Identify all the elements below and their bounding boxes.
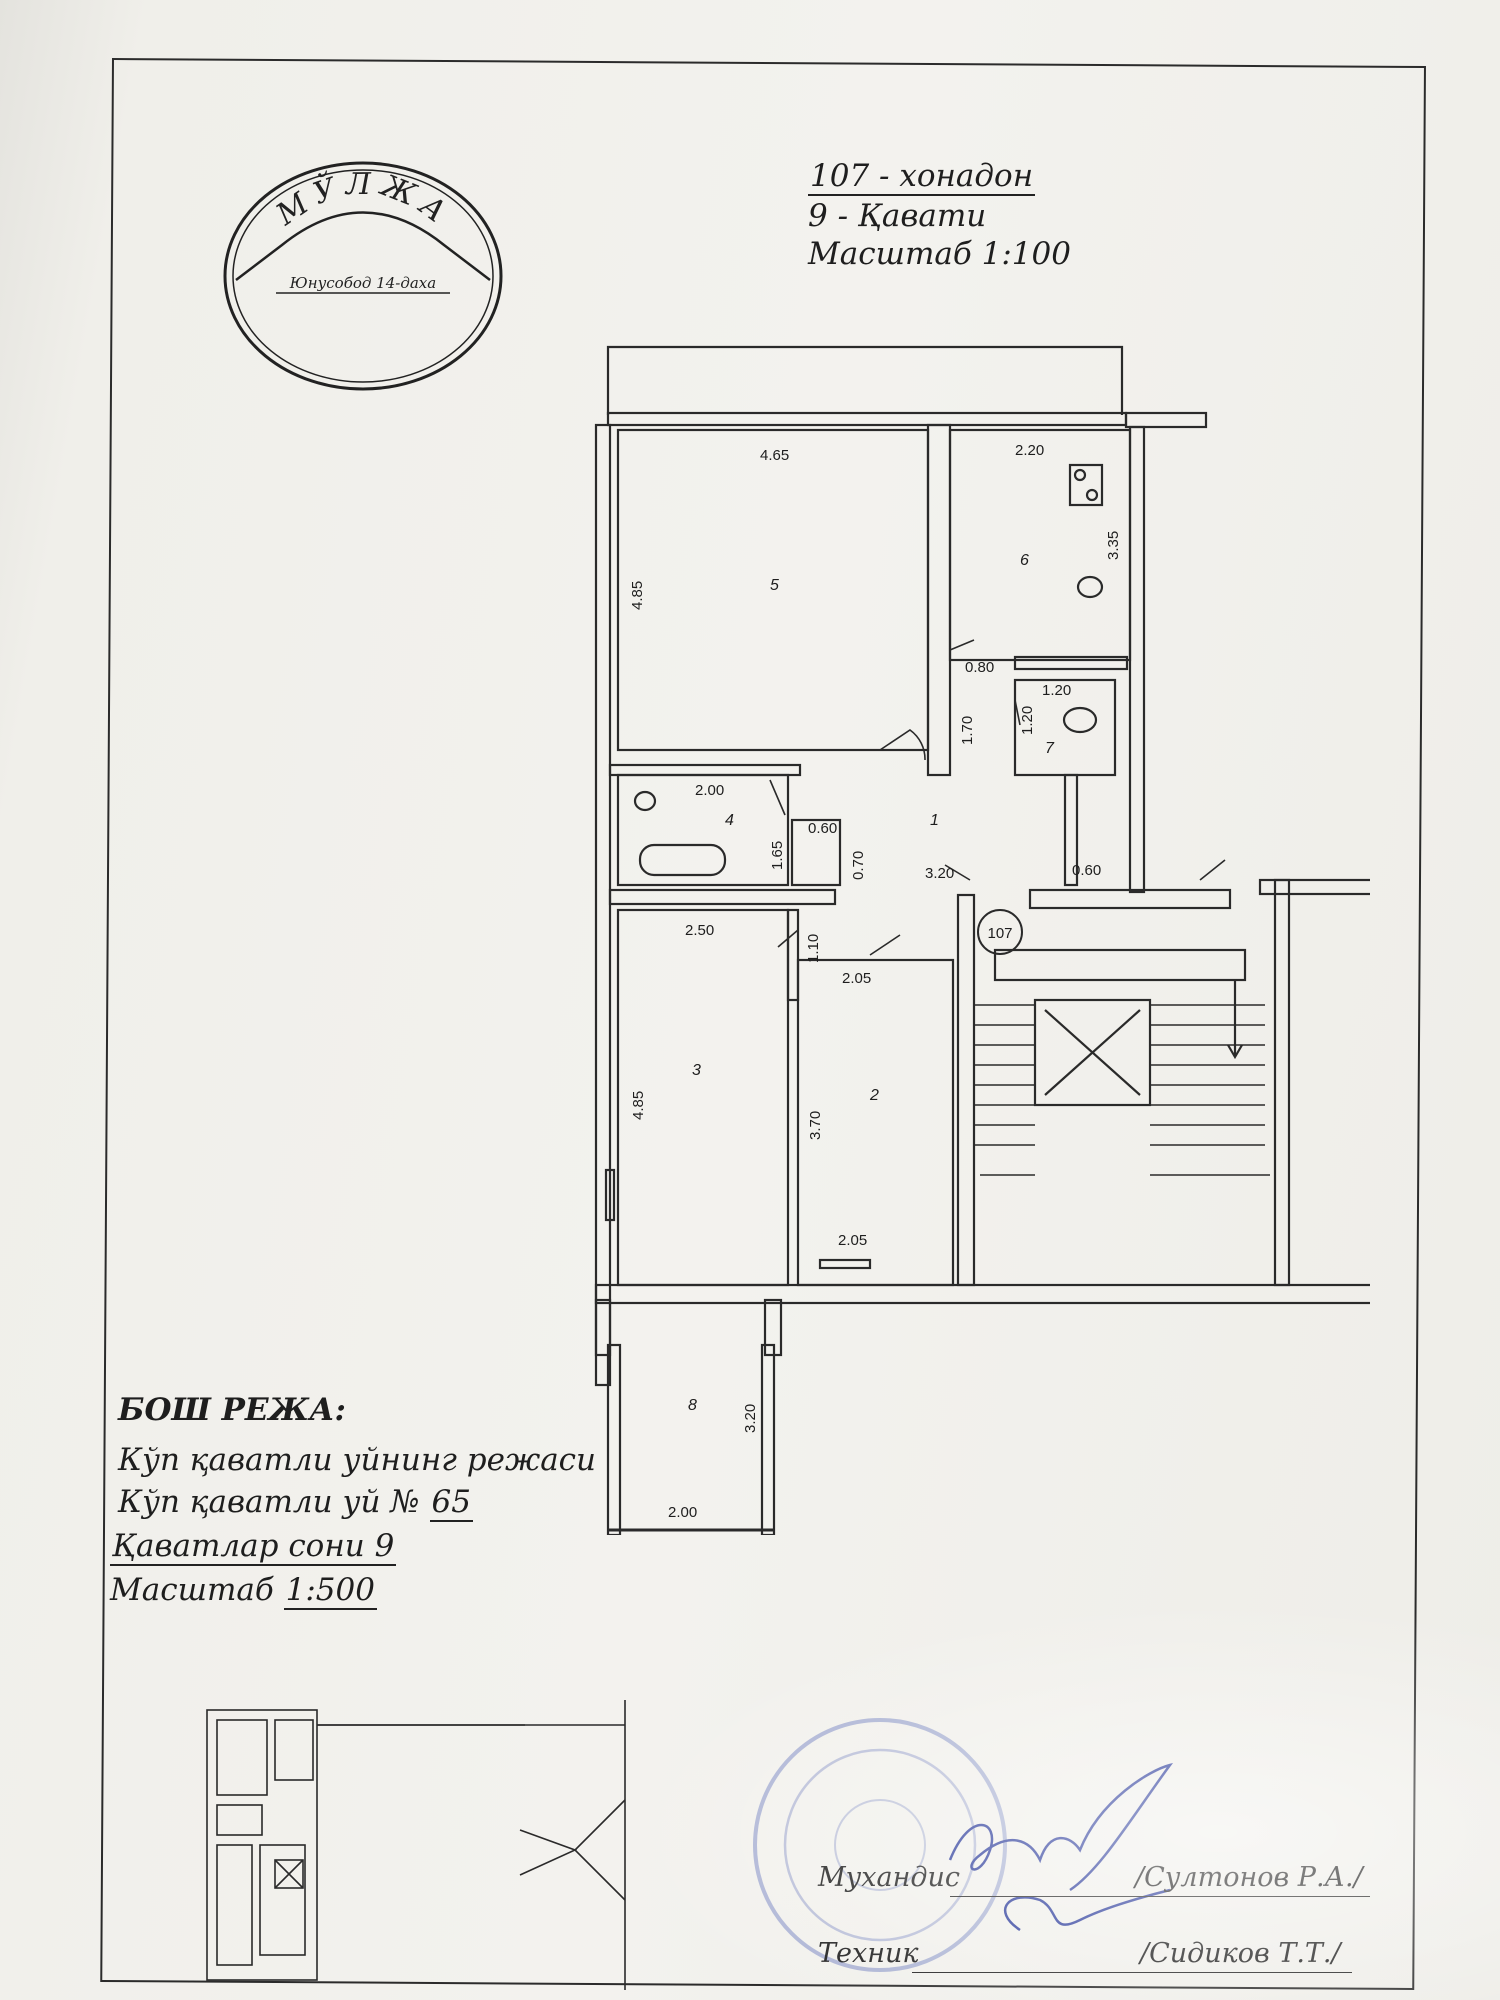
room-label-3: 3 bbox=[692, 1062, 701, 1079]
dim-closet-width: 0.60 bbox=[808, 820, 837, 837]
general-plan-line4: Масштаб 1:500 bbox=[110, 1572, 377, 1610]
dim-room2-height: 3.70 bbox=[807, 1111, 824, 1140]
dim-corridor-080: 0.80 bbox=[965, 659, 994, 676]
dim-room3-width: 2.50 bbox=[685, 922, 714, 939]
handwritten-signatures bbox=[948, 1762, 1174, 1932]
room-label-2: 2 bbox=[869, 1087, 879, 1104]
dim-room5-height: 4.85 bbox=[629, 581, 646, 610]
technician-role: Техник bbox=[818, 1938, 919, 1969]
floor-plan: 4.65 2.20 4.85 3.35 0.80 1.20 1.20 1.70 … bbox=[594, 345, 1370, 1535]
room-label-6: 6 bbox=[1020, 552, 1029, 569]
company-logo: МЎЛЖАЛ Юнусобод 14-даха bbox=[222, 160, 503, 391]
dim-door-110: 1.10 bbox=[805, 934, 822, 963]
plan-scale: Масштаб 1:100 bbox=[808, 236, 1071, 272]
dim-room2-width-top: 2.05 bbox=[842, 970, 871, 987]
technician-name: /Сидиков Т.Т./ bbox=[1140, 1938, 1341, 1969]
logo-subtitle: Юнусобод 14-даха bbox=[289, 274, 436, 292]
building-number: 65 bbox=[429, 1484, 473, 1522]
general-plan-title: БОШ РЕЖА: bbox=[118, 1392, 346, 1428]
floor-number: 9 - Қавати bbox=[808, 198, 987, 234]
dim-room3-height: 4.85 bbox=[630, 1091, 647, 1120]
dim-room2-width-bottom: 2.05 bbox=[838, 1232, 867, 1249]
dim-room4-height: 1.65 bbox=[769, 841, 786, 870]
engineer-signature-line bbox=[950, 1896, 1370, 1897]
room-label-7: 7 bbox=[1045, 740, 1055, 757]
site-plan-thumbnail bbox=[206, 1700, 626, 1990]
dim-room7-height: 1.20 bbox=[1019, 706, 1036, 735]
general-plan-line3: Қаватлар сони 9 bbox=[110, 1528, 397, 1566]
dim-closet-height: 0.70 bbox=[850, 851, 867, 880]
room-label-5: 5 bbox=[770, 577, 779, 594]
dim-corridor-060: 0.60 bbox=[1072, 862, 1101, 879]
dim-room5-width: 4.65 bbox=[760, 447, 789, 464]
room-label-4: 4 bbox=[725, 812, 734, 829]
apartment-number: 107 - хонадон bbox=[808, 158, 1036, 196]
dim-room8-width: 2.00 bbox=[668, 1504, 697, 1521]
plan-walls bbox=[594, 345, 1370, 1535]
dim-corridor-170: 1.70 bbox=[959, 716, 976, 745]
engineer-name: /Султонов Р.А./ bbox=[1135, 1862, 1363, 1893]
general-plan-line2: Кўп қаватли уй № 65 bbox=[118, 1484, 473, 1522]
site-scale: 1:500 bbox=[283, 1572, 377, 1610]
dim-room8-height: 3.20 bbox=[742, 1404, 759, 1433]
general-plan-line1: Кўп қаватли уйнинг режаси bbox=[118, 1442, 597, 1478]
engineer-role: Мухандис bbox=[818, 1862, 961, 1893]
technician-signature-line bbox=[912, 1972, 1352, 1973]
room-label-1: 1 bbox=[930, 812, 939, 829]
apartment-tag: 107 bbox=[987, 925, 1012, 942]
dim-corridor-320: 3.20 bbox=[925, 865, 954, 882]
dim-room4-width: 2.00 bbox=[695, 782, 724, 799]
plan-doors bbox=[769, 639, 1226, 956]
dim-room7-width: 1.20 bbox=[1042, 682, 1071, 699]
room-label-8: 8 bbox=[688, 1397, 697, 1414]
dim-room6-height: 3.35 bbox=[1105, 531, 1122, 560]
dim-room6-width: 2.20 bbox=[1015, 442, 1044, 459]
